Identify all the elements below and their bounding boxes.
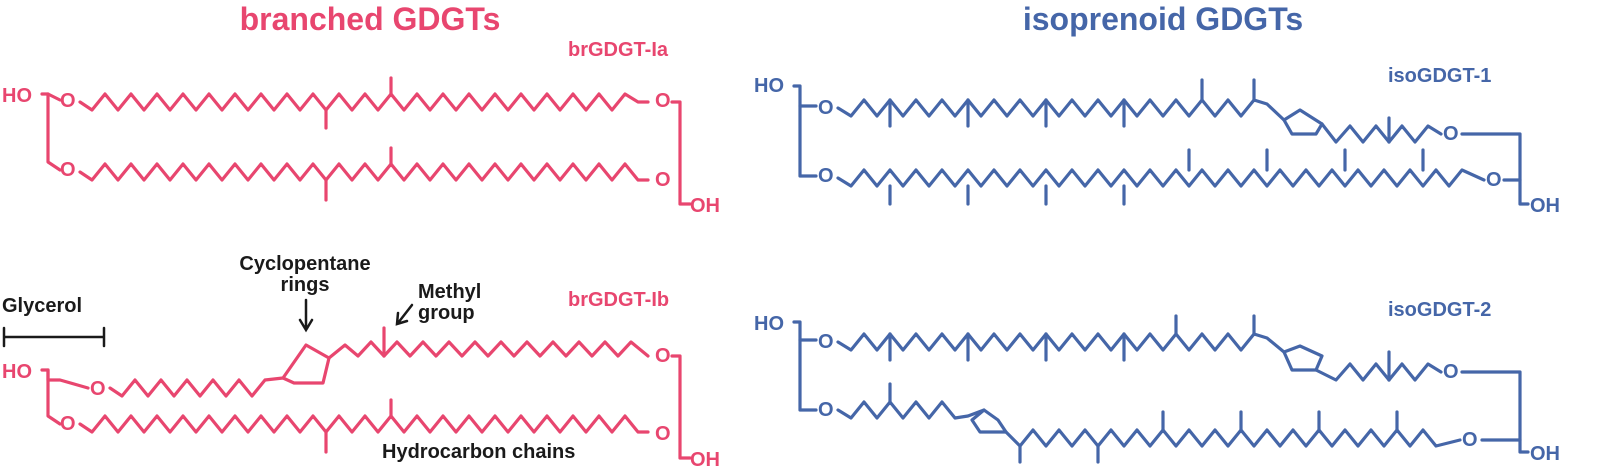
brgdgt-ia-label: brGDGT-Ia — [568, 39, 669, 61]
isogdgt-1-label: isoGDGT-1 — [1388, 65, 1491, 87]
isogdgt-1-structure: HO O O O O OH — [754, 75, 1560, 217]
diagonal-arrow-icon — [395, 303, 414, 326]
hydroxyl-label: HO — [754, 75, 784, 97]
methyl-branch — [888, 314, 1256, 362]
hydrocarbon-chain — [1314, 362, 1443, 382]
glycerol-annotation: Glycerol — [2, 295, 82, 317]
hydroxyl-label: OH — [1530, 195, 1560, 217]
brgdgt-ib-structure: HO O O O O OH — [2, 326, 720, 471]
hydroxyl-label: HO — [2, 85, 32, 107]
glycerol-backbone — [670, 354, 692, 460]
ether-oxygen-label: O — [655, 169, 671, 191]
cyclopentane-annotation: rings — [281, 274, 330, 296]
isogdgt-2-structure: HO O O O O OH — [754, 313, 1560, 465]
hydrocarbon-chain — [836, 400, 986, 420]
ether-oxygen-label: O — [655, 345, 671, 367]
ether-oxygen-label: O — [60, 90, 76, 112]
glycerol-backbone — [40, 368, 62, 426]
glycerol-backbone — [792, 320, 818, 412]
methyl-annotation: Methyl — [418, 281, 481, 303]
glycerol-backbone — [1460, 370, 1530, 454]
isoprenoid-gdgts-heading: isoprenoid GDGTs — [1023, 1, 1303, 37]
hydrocarbon-chain — [1004, 428, 1462, 448]
cyclopentane-ring — [1282, 344, 1324, 372]
branched-gdgts-heading: branched GDGTs — [240, 1, 501, 37]
glycerol-backbone — [670, 100, 692, 206]
glycerol-backbone — [40, 92, 62, 172]
ether-oxygen-label: O — [1443, 361, 1459, 383]
hydrocarbon-chain — [78, 414, 650, 434]
isogdgt-2-label: isoGDGT-2 — [1388, 299, 1491, 321]
hydroxyl-label: OH — [690, 449, 720, 471]
ether-oxygen-label: O — [60, 413, 76, 435]
glycerol-backbone — [1460, 132, 1530, 206]
ether-oxygen-label: O — [1462, 429, 1478, 451]
ether-oxygen-label: O — [818, 331, 834, 353]
brgdgt-ib-label: brGDGT-Ib — [568, 289, 669, 311]
methyl-branch — [888, 78, 1256, 128]
hydrocarbon-chain — [108, 376, 285, 398]
hydroxyl-label: HO — [2, 361, 32, 383]
glycerol-bond — [46, 368, 90, 390]
methyl-branch — [888, 148, 1425, 206]
hydroxyl-label: OH — [690, 195, 720, 217]
down-arrow-icon — [298, 298, 314, 333]
hydrocarbon-chain — [327, 340, 650, 360]
ether-oxygen-label: O — [818, 97, 834, 119]
annotations: Glycerol Cyclopentane rings Methyl group… — [2, 253, 575, 463]
methyl-branch — [1018, 410, 1399, 464]
hydrocarbon-chain — [836, 332, 1286, 354]
glycerol-backbone — [792, 84, 818, 178]
cyclopentane-ring — [281, 343, 331, 385]
glycerol-bond — [46, 92, 62, 102]
hydroxyl-label: HO — [754, 313, 784, 335]
cyclopentane-ring — [970, 408, 1008, 434]
ether-oxygen-label: O — [655, 423, 671, 445]
ether-oxygen-label: O — [90, 378, 106, 400]
ether-oxygen-label: O — [1486, 169, 1502, 191]
hydrocarbon-chains-annotation: Hydrocarbon chains — [382, 441, 575, 463]
hydrocarbon-chain — [78, 92, 650, 112]
methyl-annotation: group — [418, 302, 475, 324]
hydrocarbon-chain — [78, 162, 650, 182]
brgdgt-ia-structure: HO O O O O OH — [2, 76, 720, 217]
ether-oxygen-label: O — [1443, 123, 1459, 145]
glycerol-bracket — [2, 326, 106, 348]
hydrocarbon-chain — [836, 168, 1486, 188]
cyclopentane-ring — [1282, 108, 1324, 136]
hydrocarbon-chain — [1320, 122, 1443, 144]
hydrocarbon-chain — [836, 98, 1286, 122]
hydroxyl-label: OH — [1530, 443, 1560, 465]
ether-oxygen-label: O — [60, 159, 76, 181]
ether-oxygen-label: O — [818, 399, 834, 421]
ether-oxygen-label: O — [818, 165, 834, 187]
cyclopentane-annotation: Cyclopentane — [239, 253, 370, 275]
ether-oxygen-label: O — [655, 90, 671, 112]
